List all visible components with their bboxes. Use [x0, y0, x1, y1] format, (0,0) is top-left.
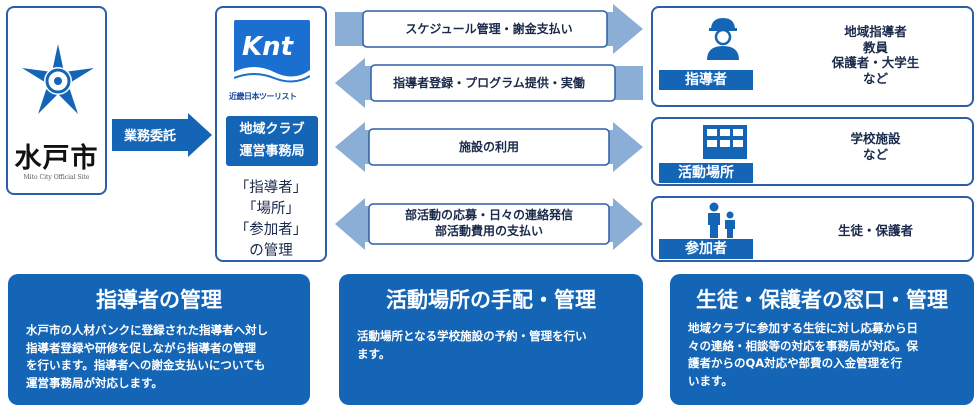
arrow-schedule: スケジュール管理・謝金支払い: [335, 4, 643, 54]
panel-title: 指導者の管理: [96, 288, 222, 312]
mito-city-box: 水戸市 Mito City Official Site: [6, 6, 107, 195]
panel-student-management: 生徒・保護者の窓口・管理 地域クラブに参加する生徒に対し応募から日 々の連絡・相…: [670, 274, 974, 405]
instructor-box: 指導者 地域指導者 教員 保護者・大学生 など: [651, 6, 974, 107]
city-name: 水戸市: [14, 143, 99, 174]
management-line: 「場所」: [242, 201, 300, 217]
participants-box: 参加者 生徒・保護者: [651, 196, 974, 262]
office-line: 運営事務局: [239, 144, 305, 159]
arrow-participants-label-2: 部活動費用の支払い: [434, 224, 543, 238]
panel-body-line: 地域クラブに参加する生徒に対し応募から日: [688, 321, 918, 335]
wave-icon: [234, 67, 310, 86]
arrow-participants-label-1: 部活動の応募・日々の連絡発信: [404, 208, 573, 222]
office-line: 地域クラブ: [239, 122, 305, 137]
outsourcing-arrow: 業務委託: [112, 113, 212, 157]
knt-logo: Knt: [234, 20, 310, 86]
knt-box: Knt 近畿日本ツーリスト 地域クラブ 運営事務局 「指導者」 「場所」 「参加…: [215, 6, 327, 262]
panel-title: 活動場所の手配・管理: [386, 288, 596, 312]
panel-body-line: 運営事務局が対応します。: [26, 375, 163, 390]
panel-body-line: 々の連絡・相談等の対応を事務局が対応。保: [688, 338, 918, 353]
activity-place-label: 活動場所: [659, 163, 753, 183]
activity-place-desc-line: など: [862, 146, 888, 162]
participants-desc: 生徒・保護者: [818, 223, 933, 239]
instructor-desc: 地域指導者 教員 保護者・大学生 など: [818, 24, 933, 86]
arrow-facility-label: 施設の利用: [458, 140, 519, 154]
panel-body: 活動場所となる学校施設の予約・管理を行い ます。: [357, 328, 629, 363]
participants-desc-line: 生徒・保護者: [837, 223, 913, 238]
panel-body-line: 指導者登録や研修を促しながら指導者の管理: [26, 340, 256, 355]
panel-body-line: 護者からのQA対応や部費の入金管理を行: [688, 356, 903, 370]
panel-body-line: います。: [688, 373, 733, 388]
management-text: 「指導者」 「場所」 「参加者」 の管理: [217, 178, 325, 262]
management-line: 「指導者」: [234, 180, 308, 196]
city-subtitle: Mito City Official Site: [23, 174, 90, 181]
arrow-register-label: 指導者登録・プログラム提供・実働: [393, 76, 585, 90]
panel-body: 水戸市の人材バンクに登録された指導者へ対し 指導者登録や研修を促しながら指導者の…: [26, 322, 296, 392]
instructor-desc-line: など: [862, 70, 888, 86]
panel-body-line: を行います。指導者への謝金支払いについても: [26, 358, 266, 372]
panel-instructor-management: 指導者の管理 水戸市の人材バンクに登録された指導者へ対し 指導者登録や研修を促し…: [8, 274, 310, 405]
management-line: 「参加者」: [234, 222, 308, 238]
panel-body-line: 水戸市の人材バンクに登録された指導者へ対し: [26, 323, 269, 337]
panel-place-management: 活動場所の手配・管理 活動場所となる学校施設の予約・管理を行い ます。: [339, 274, 643, 405]
mito-city-emblem-icon: [22, 44, 94, 114]
outsourcing-label: 業務委託: [124, 129, 177, 144]
arrow-register: 指導者登録・プログラム提供・実働: [335, 58, 643, 108]
instructor-desc-line: 教員: [862, 39, 888, 55]
school-building-icon: [703, 125, 747, 159]
activity-place-desc-line: 学校施設: [850, 131, 901, 146]
instructor-icon: [707, 18, 739, 60]
panel-body-line: 活動場所となる学校施設の予約・管理を行い: [357, 329, 587, 343]
activity-place-desc: 学校施設 など: [818, 131, 933, 162]
participants-label: 参加者: [659, 239, 753, 259]
arrow-schedule-label: スケジュール管理・謝金支払い: [405, 22, 573, 36]
management-line: の管理: [249, 243, 293, 259]
arrow-facility: 施設の利用: [335, 122, 643, 172]
knt-company-name: 近畿日本ツーリスト: [229, 92, 297, 101]
participants-icon: [708, 202, 735, 238]
panel-body-line: ます。: [357, 346, 391, 361]
instructor-desc-line: 保護者・大学生: [831, 55, 920, 70]
instructor-desc-line: 地域指導者: [844, 24, 907, 39]
activity-place-box: 活動場所 学校施設 など: [651, 117, 974, 186]
office-label: 地域クラブ 運営事務局: [226, 116, 318, 166]
instructor-label: 指導者: [659, 70, 753, 90]
knt-logo-text: Knt: [242, 32, 294, 62]
panel-title: 生徒・保護者の窓口・管理: [696, 288, 948, 312]
panel-body: 地域クラブに参加する生徒に対し応募から日 々の連絡・相談等の対応を事務局が対応。…: [688, 320, 960, 390]
arrow-participants: 部活動の応募・日々の連絡発信 部活動費用の支払い: [335, 198, 643, 250]
